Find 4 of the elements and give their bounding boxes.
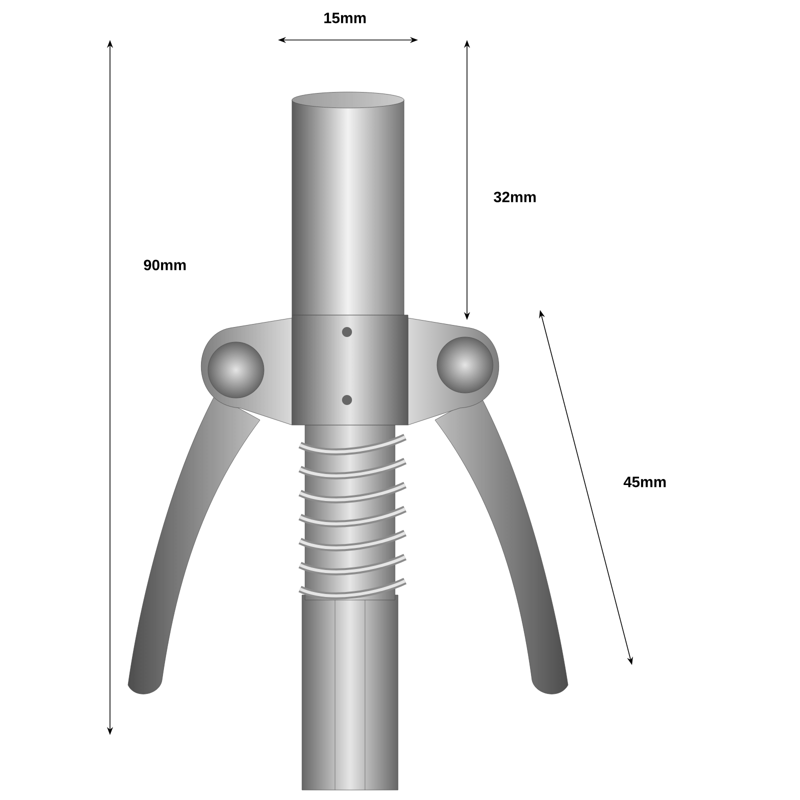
dimension-label: 90mm bbox=[144, 260, 186, 270]
dimension-label: 32mm bbox=[494, 192, 536, 202]
dimension-label: 45mm bbox=[624, 476, 666, 488]
dimension-label: 15mm bbox=[324, 12, 366, 24]
